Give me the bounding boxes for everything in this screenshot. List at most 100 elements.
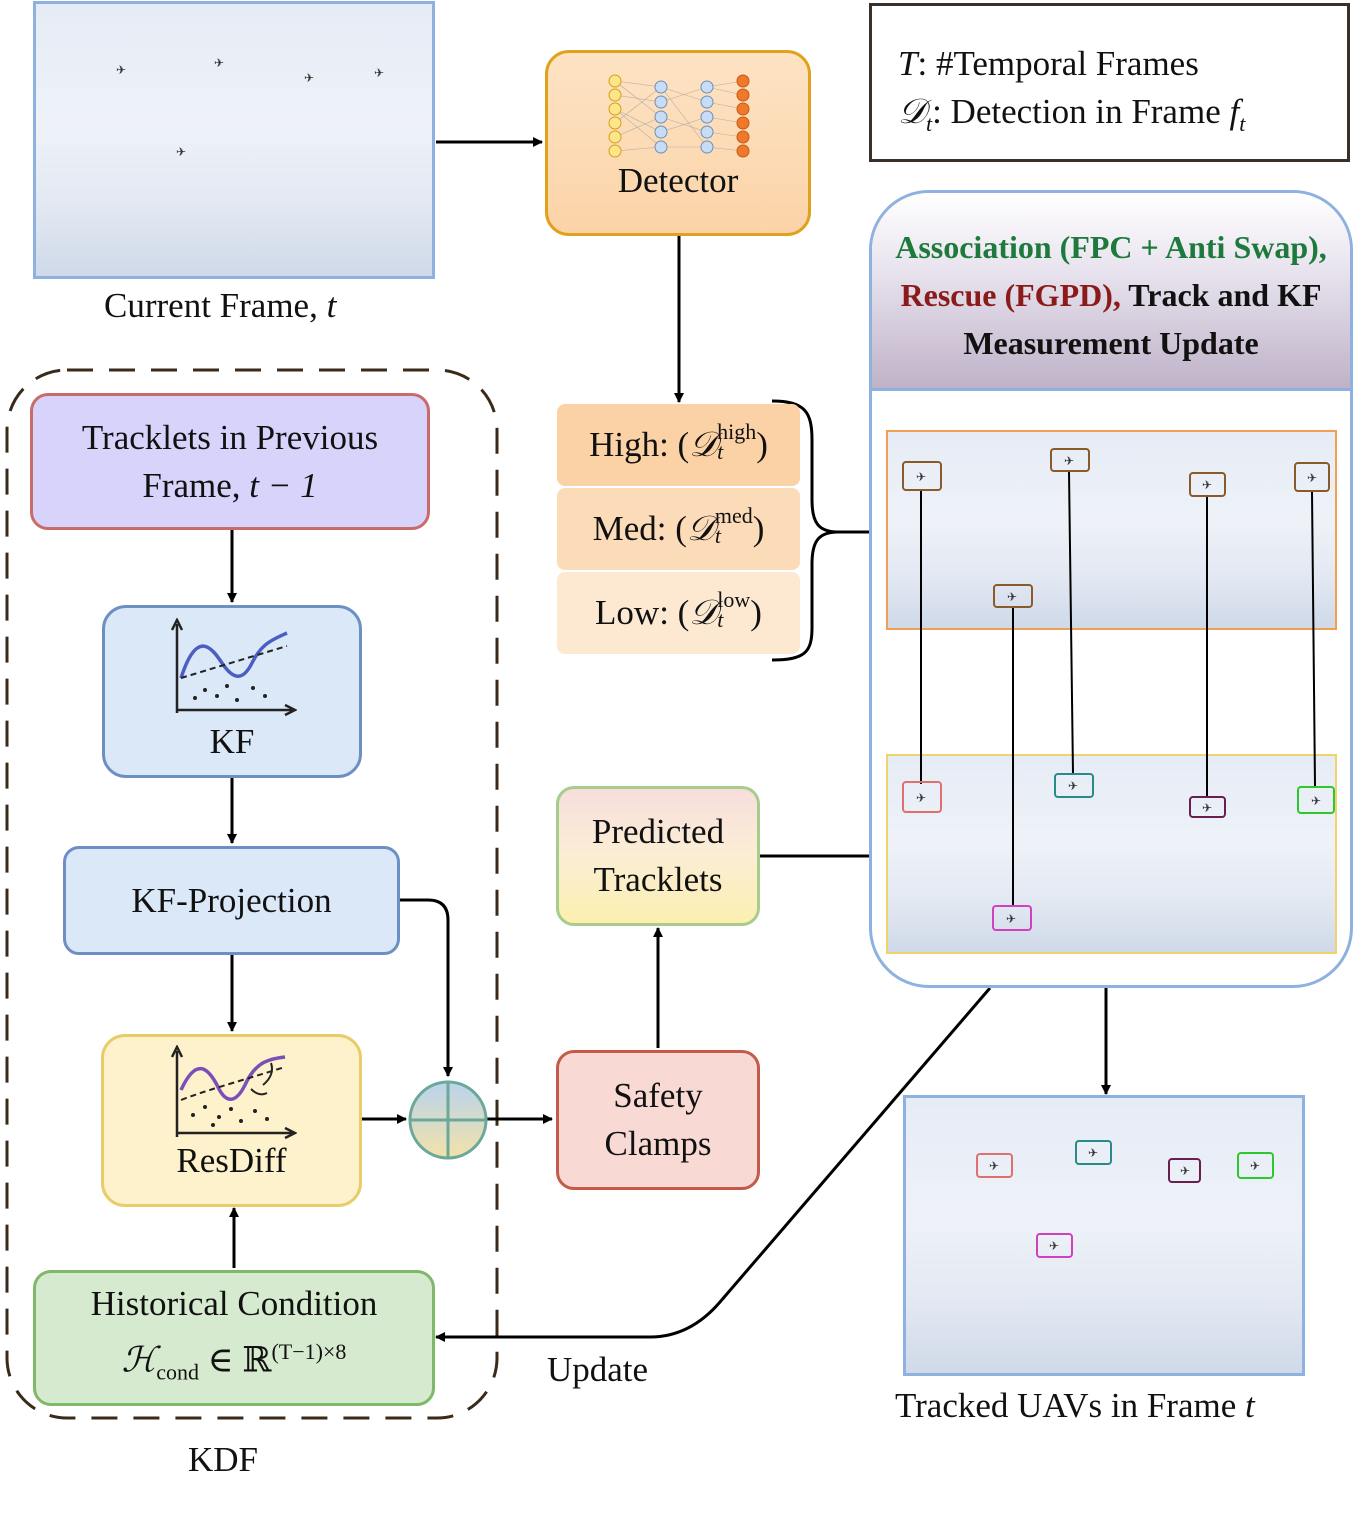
predicted-bbox: ✈: [992, 905, 1032, 931]
resdiff-chart-icon: [170, 1045, 297, 1140]
tracklets-prev-line1: Tracklets in Previous: [81, 417, 379, 457]
association-part1: Association (FPC + Anti Swap),: [895, 229, 1327, 265]
kdf-region: [5, 368, 499, 1420]
drone-icon: ✈: [1307, 471, 1318, 485]
drone-icon: ✈: [1007, 590, 1018, 604]
detector-label: Detector: [617, 161, 739, 200]
drone-icon: ✈: [214, 56, 225, 70]
confidence-high-prefix: High: (: [589, 425, 690, 464]
current-frame-image: ✈ ✈ ✈ ✈ ✈: [33, 1, 435, 279]
current-frame-caption-var: t: [326, 286, 337, 325]
drone-icon: ✈: [1180, 1164, 1191, 1178]
legend-text-frames: : #Temporal Frames: [917, 44, 1199, 83]
association-part3: Track and KF Measurement Update: [963, 277, 1322, 361]
drone-icon: ✈: [989, 1159, 1000, 1173]
confidence-low-prefix: Low: (: [595, 593, 690, 632]
legend-line-detection: 𝒟t: Detection in Frame ft: [898, 88, 1347, 148]
sum-node-icon: [408, 1080, 488, 1160]
confidence-med-prefix: Med: (: [592, 509, 687, 548]
drone-icon: ✈: [304, 71, 315, 85]
tracklets-prev-frame: Frame,: [142, 465, 250, 505]
detection-bbox: ✈: [1050, 448, 1090, 472]
update-label: Update: [547, 1350, 649, 1389]
drone-icon: ✈: [1068, 779, 1079, 793]
confidence-med-sub: t: [714, 523, 721, 548]
legend-var-f: f: [1229, 92, 1240, 131]
kf-box: KF: [102, 605, 362, 778]
predicted-bbox: ✈: [902, 781, 942, 813]
kf-label: KF: [209, 722, 255, 761]
current-frame-caption-text: Current Frame,: [104, 286, 327, 325]
tracked-bbox: ✈: [1168, 1158, 1201, 1183]
predicted-tracklets-line1: Predicted: [591, 812, 725, 851]
tracked-caption-var: t: [1244, 1386, 1255, 1425]
detections-image: [886, 430, 1337, 630]
safety-clamps-box: Safety Clamps: [556, 1050, 760, 1190]
historical-symbol: ℋ: [121, 1340, 157, 1380]
detection-bbox: ✈: [1189, 472, 1226, 497]
safety-clamps-line1: Safety: [613, 1076, 703, 1115]
arrow-update-feedback: [435, 987, 992, 1342]
current-frame-caption: Current Frame, t: [104, 286, 336, 326]
drone-icon: ✈: [1006, 912, 1017, 926]
confidence-med-suffix: ): [752, 509, 765, 548]
kdf-caption: KDF: [188, 1440, 259, 1479]
predicted-image: [886, 754, 1337, 954]
drone-icon: ✈: [1064, 454, 1075, 468]
tracked-bbox: ✈: [1237, 1152, 1274, 1179]
historical-rest: ∈ ℝ: [198, 1340, 272, 1380]
drone-icon: ✈: [916, 791, 927, 805]
confidence-high-sub: t: [717, 439, 724, 464]
detection-bbox: ✈: [993, 584, 1033, 608]
confidence-med-symbol: 𝒟: [686, 509, 715, 548]
legend-text-detection: : Detection in Frame: [932, 92, 1230, 131]
predicted-bbox: ✈: [1189, 796, 1226, 818]
drone-icon: ✈: [176, 145, 187, 159]
drone-icon: ✈: [1202, 478, 1213, 492]
confidence-med-sup: med: [714, 503, 753, 528]
confidence-low-symbol: 𝒟: [689, 593, 718, 632]
tracked-bbox: ✈: [1036, 1233, 1073, 1258]
association-header: Association (FPC + Anti Swap), Rescue (F…: [872, 193, 1350, 391]
historical-sub: cond: [156, 1359, 199, 1385]
historical-line1: Historical Condition: [90, 1283, 378, 1323]
drone-icon: ✈: [116, 63, 127, 77]
tracklets-prev-box: Tracklets in Previous Frame, t − 1: [30, 393, 430, 530]
association-part2: Rescue (FGPD),: [900, 277, 1121, 313]
detection-bbox: ✈: [1294, 462, 1330, 492]
predicted-tracklets-line2: Tracklets: [593, 860, 723, 899]
confidence-high-suffix: ): [756, 425, 768, 464]
detection-bbox: ✈: [902, 461, 942, 491]
confidence-high-symbol: 𝒟: [689, 425, 718, 464]
safety-clamps-line2: Clamps: [604, 1124, 712, 1163]
tracked-bbox: ✈: [1075, 1140, 1112, 1165]
drone-icon: ✈: [1049, 1239, 1060, 1253]
confidence-low-suffix: ): [750, 593, 762, 632]
resdiff-label: ResDiff: [176, 1141, 287, 1180]
legend-line-frames: T: #Temporal Frames: [898, 40, 1347, 88]
confidence-high-sup: high: [717, 419, 757, 444]
predicted-bbox: ✈: [1054, 773, 1094, 798]
legend-box: T: #Temporal Frames 𝒟t : Detection in Fra…: [869, 3, 1350, 162]
kf-chart-icon: [170, 618, 297, 717]
neural-network-icon: [608, 74, 750, 158]
predicted-tracklets-box: Predicted Tracklets: [556, 786, 760, 926]
detector-box: Detector: [545, 50, 811, 236]
tracked-caption-text: Tracked UAVs in Frame: [895, 1386, 1245, 1425]
legend-symbol-d: 𝒟: [898, 92, 926, 131]
historical-line2: ℋcond ∈ ℝ(T−1)×8: [122, 1328, 347, 1397]
drone-icon: ✈: [916, 470, 927, 484]
confidence-low-sub: t: [717, 607, 724, 632]
legend-var-f-sub: t: [1239, 111, 1246, 136]
legend-symbol-t: T: [898, 44, 918, 83]
drone-icon: ✈: [1250, 1159, 1261, 1173]
drone-icon: ✈: [1311, 794, 1322, 808]
predicted-bbox: ✈: [1297, 786, 1335, 814]
